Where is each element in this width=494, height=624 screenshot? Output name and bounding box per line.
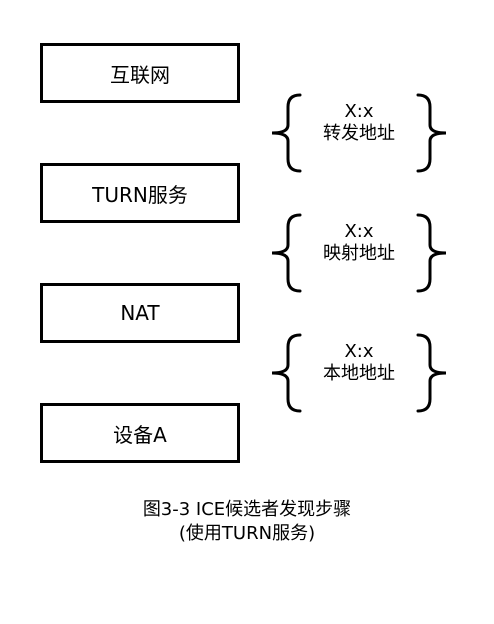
mapped-address: X:x xyxy=(344,221,374,242)
device-box: 设备A xyxy=(40,403,240,463)
caption-line-1: 图3-3 ICE候选者发现步骤 xyxy=(142,499,352,520)
mapped-candidate-label: X:x 映射地址 xyxy=(268,221,450,265)
turn-server-box: TURN服务 xyxy=(40,163,240,223)
curly-brace-pair-icon xyxy=(271,213,447,293)
nat-box: NAT xyxy=(40,283,240,343)
figure-caption: 图3-3 ICE候选者发现步骤 (使用TURN服务) xyxy=(0,498,494,546)
relay-candidate-group: X:x 转发地址 xyxy=(268,93,450,173)
internet-label: 互联网 xyxy=(110,62,170,87)
internet-box: 互联网 xyxy=(40,43,240,103)
mapped-address-type: 映射地址 xyxy=(323,243,395,264)
local-address-type: 本地地址 xyxy=(323,363,395,384)
caption-line-2: (使用TURN服务) xyxy=(178,523,316,544)
curly-brace-pair-icon xyxy=(271,333,447,413)
curly-brace-pair-icon xyxy=(271,93,447,173)
local-candidate-group: X:x 本地地址 xyxy=(268,333,450,413)
relay-candidate-label: X:x 转发地址 xyxy=(268,101,450,145)
turn-server-label: TURN服务 xyxy=(92,182,188,207)
relay-address: X:x xyxy=(344,101,374,122)
local-address: X:x xyxy=(344,341,374,362)
device-label: 设备A xyxy=(113,422,167,447)
nat-label: NAT xyxy=(120,301,160,325)
local-candidate-label: X:x 本地地址 xyxy=(268,341,450,385)
mapped-candidate-group: X:x 映射地址 xyxy=(268,213,450,293)
relay-address-type: 转发地址 xyxy=(323,123,395,144)
